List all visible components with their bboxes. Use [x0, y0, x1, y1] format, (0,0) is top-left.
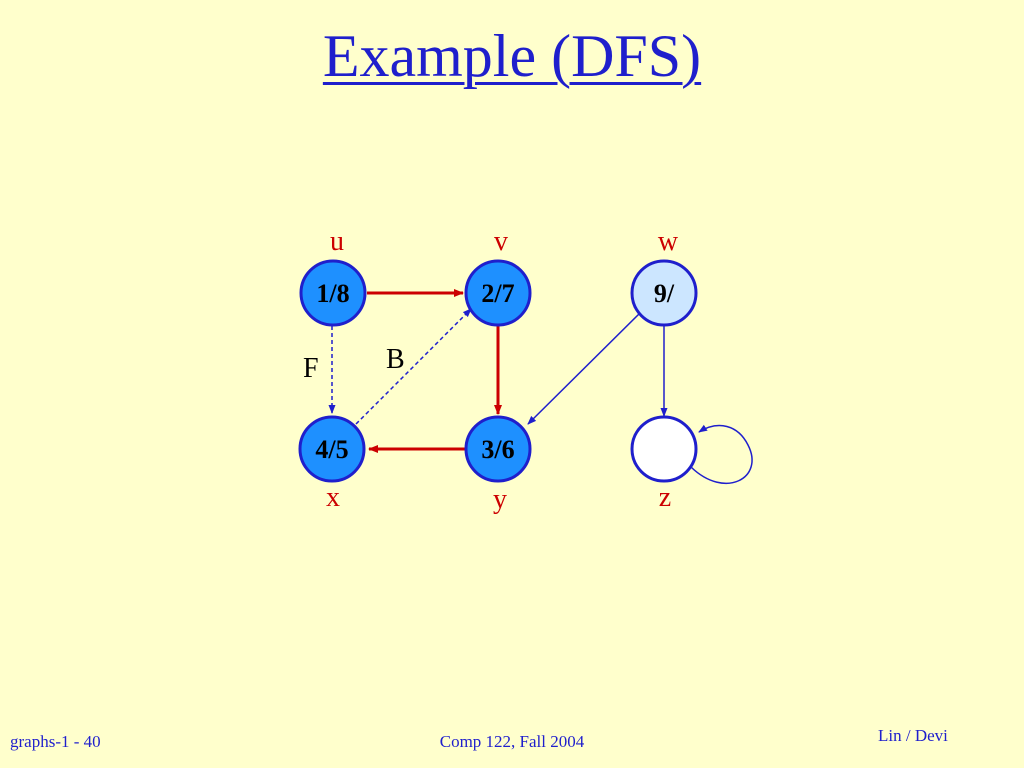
vertex-name-w: w [658, 226, 679, 257]
vertex-u-circle [299, 259, 367, 327]
footer-course: Comp 122, Fall 2004 [439, 732, 585, 751]
vertex-x: 4/5 [298, 415, 366, 483]
vertex-name-y: y [493, 484, 507, 515]
edge-label-back: B [386, 344, 405, 375]
vertex-w-circle [630, 259, 698, 327]
vertex-x-time: 4/5 [315, 435, 348, 464]
edge-label-forward: F [303, 353, 319, 384]
vertex-u: 1/8 [299, 259, 367, 327]
vertex-z [630, 415, 698, 483]
vertex-v: 2/7 [464, 259, 532, 327]
vertex-name-u: u [330, 226, 344, 257]
footer-authors: Lin / Devi [878, 726, 948, 745]
vertex-v-circle [464, 259, 532, 327]
vertex-y-circle [464, 415, 532, 483]
vertex-y-time: 3/6 [481, 435, 514, 464]
edges [328, 289, 753, 485]
vertex-v-time: 2/7 [481, 279, 514, 308]
vertex-name-x: x [326, 482, 340, 513]
vertex-z-circle [630, 415, 698, 483]
edge-z-z-self-loop [690, 424, 753, 485]
vertex-name-z: z [659, 482, 671, 513]
footer-slide-number: graphs-1 - 40 [10, 732, 101, 751]
slide-title: Example (DFS) [322, 23, 702, 89]
edge-x-v-back [355, 308, 472, 425]
vertex-x-circle [298, 415, 366, 483]
vertex-u-time: 1/8 [316, 279, 349, 308]
edge-w-y [527, 313, 640, 425]
vertex-y: 3/6 [464, 415, 532, 483]
vertex-w: 9/ [630, 259, 698, 327]
vertex-w-time: 9/ [654, 279, 675, 308]
vertex-name-v: v [494, 226, 508, 257]
